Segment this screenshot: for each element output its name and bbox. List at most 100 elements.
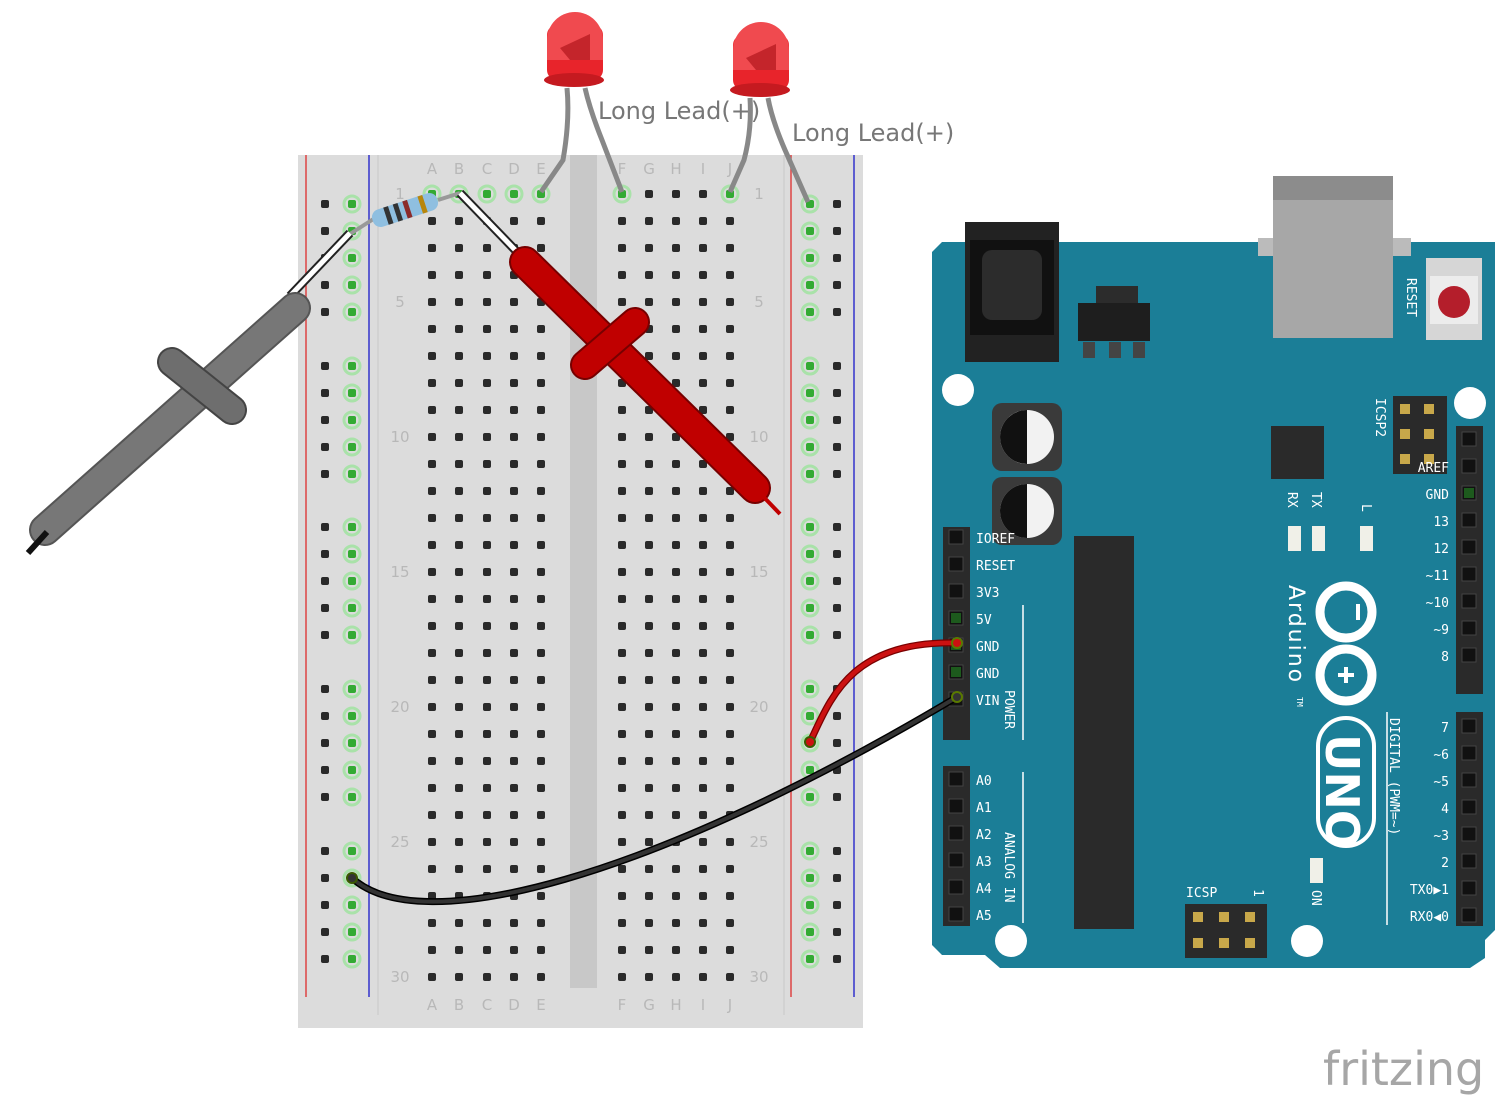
breadboard-hole [537,838,545,846]
power-pin-label: GND [976,667,1000,682]
breadboard-hole [455,379,463,387]
rail-hole [348,901,356,909]
header-pin [1461,458,1477,474]
rail-hole [833,227,841,235]
breadboard-hole [726,676,734,684]
breadboard-hole [510,973,518,981]
breadboard-hole [483,325,491,333]
breadboard-hole [510,217,518,225]
rail-hole [806,793,814,801]
breadboard-hole [537,919,545,927]
breadboard-hole [726,649,734,657]
breadboard-hole [510,379,518,387]
breadboard-hole [510,325,518,333]
breadboard-hole [699,649,707,657]
breadboard-hole [428,622,436,630]
led-2-long-lead-label: Long Lead(+) [792,119,954,147]
breadboard-hole [699,379,707,387]
column-label-top: H [670,160,681,178]
breadboard-hole [699,325,707,333]
icsp2-pin [1400,404,1410,414]
red-probe [456,189,782,516]
rail-hole [806,901,814,909]
analog-pin-label: A0 [976,774,992,789]
tx-label: TX [1308,492,1323,508]
breadboard-hole [672,514,680,522]
icsp2-pin [1400,429,1410,439]
breadboard-hole [726,244,734,252]
breadboard-hole [618,622,626,630]
digital-pin-label: ~9 [1433,623,1449,638]
breadboard-hole [645,568,653,576]
breadboard-hole [428,838,436,846]
breadboard-hole [483,865,491,873]
breadboard-hole [428,784,436,792]
breadboard-hole [510,649,518,657]
breadboard-hole [618,271,626,279]
header-pin [1461,880,1477,896]
breadboard-hole [428,757,436,765]
breadboard-hole [618,244,626,252]
digital-pin-label: 7 [1441,721,1449,736]
breadboard-hole [726,919,734,927]
icsp-pin [1219,912,1229,922]
rail-hole [833,712,841,720]
header-pin [948,879,964,895]
rail-hole [348,550,356,558]
breadboard-hole [726,595,734,603]
breadboard-hole [672,595,680,603]
column-label-bottom: J [727,996,732,1014]
breadboard-hole [645,298,653,306]
rail-hole [321,308,329,316]
rail-hole [833,389,841,397]
breadboard-hole [672,919,680,927]
breadboard-hole [510,352,518,360]
breadboard-hole [537,946,545,954]
breadboard-hole [699,298,707,306]
breadboard-hole [428,811,436,819]
resistor [348,191,461,236]
rail-hole [348,416,356,424]
breadboard-hole [645,514,653,522]
header-pin [1461,512,1477,528]
breadboard-hole [510,946,518,954]
trademark-label: TM [1295,697,1304,707]
power-pin-label: VIN [976,694,999,709]
header-pin [1461,907,1477,923]
breadboard-hole [618,460,626,468]
breadboard-hole [699,703,707,711]
rail-hole [348,523,356,531]
column-label-bottom: I [701,996,705,1014]
digital-pin-label: AREF [1418,461,1449,476]
rail-hole [348,766,356,774]
breadboard-hole [455,811,463,819]
breadboard-hole [726,487,734,495]
breadboard-hole [483,244,491,252]
header-pin [1461,539,1477,555]
row-number-right: 10 [749,428,768,446]
breadboard-hole [726,703,734,711]
breadboard-hole [672,811,680,819]
breadboard-hole [428,919,436,927]
rail-hole [806,955,814,963]
breadboard-hole [672,757,680,765]
breadboard-hole [483,271,491,279]
rail-hole [806,362,814,370]
column-label-bottom: A [427,996,438,1014]
breadboard-hole [645,433,653,441]
breadboard-hole [537,730,545,738]
breadboard-hole [510,190,518,198]
breadboard-hole [428,379,436,387]
breadboard-hole [537,595,545,603]
breadboard-hole [483,298,491,306]
breadboard-hole [645,811,653,819]
breadboard-hole [672,217,680,225]
rail-hole [833,847,841,855]
breadboard-hole [645,757,653,765]
breadboard-hole [618,946,626,954]
header-pin [1461,647,1477,663]
breadboard-hole [537,676,545,684]
rail-hole [806,416,814,424]
rail-hole [348,685,356,693]
header-pin [1461,431,1477,447]
